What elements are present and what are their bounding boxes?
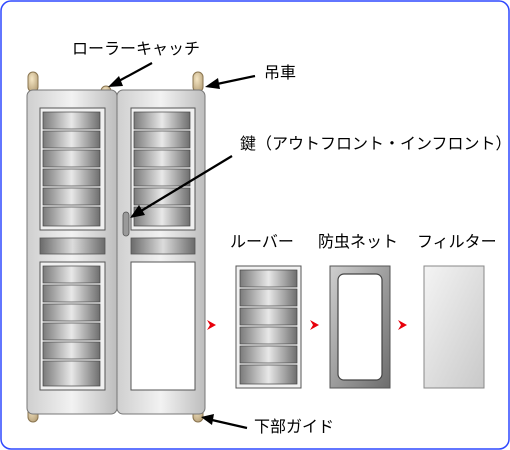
roller-top-right-icon: [192, 71, 204, 93]
leader-hanger-wheel: [205, 74, 256, 89]
left-door: [26, 89, 118, 415]
leader-roller-catch: [108, 62, 153, 87]
label-insect-net: 防虫ネット: [318, 232, 399, 251]
label-hanger-wheel: 吊車: [264, 63, 297, 82]
roller-top-left-icon: [27, 71, 39, 93]
leader-bottom-guide: [201, 414, 248, 430]
right-door: [116, 89, 206, 415]
lock-icon: [122, 211, 130, 237]
left-lower-louver: [42, 265, 101, 387]
red-arrow-2-icon: [310, 320, 319, 330]
right-door-mid-band: [130, 237, 196, 255]
label-louver: ルーバー: [230, 232, 294, 251]
label-filter: フィルター: [417, 232, 497, 251]
louver-panel: [235, 265, 302, 389]
label-roller-catch: ローラーキャッチ: [72, 39, 201, 58]
filter-panel: [423, 265, 485, 389]
label-lock: 鍵（アウトフロント・インフロント）: [240, 134, 510, 153]
left-door-mid-band: [39, 237, 106, 255]
leader-lock: [130, 155, 233, 218]
right-door-open-panel: [130, 261, 196, 391]
red-arrow-1-icon: [207, 320, 216, 330]
insect-net-panel: [329, 265, 391, 389]
label-bottom-guide: 下部ガイド: [254, 417, 335, 436]
left-upper-louver: [42, 111, 101, 227]
right-upper-louver: [133, 111, 191, 227]
red-arrow-3-icon: [398, 320, 407, 330]
